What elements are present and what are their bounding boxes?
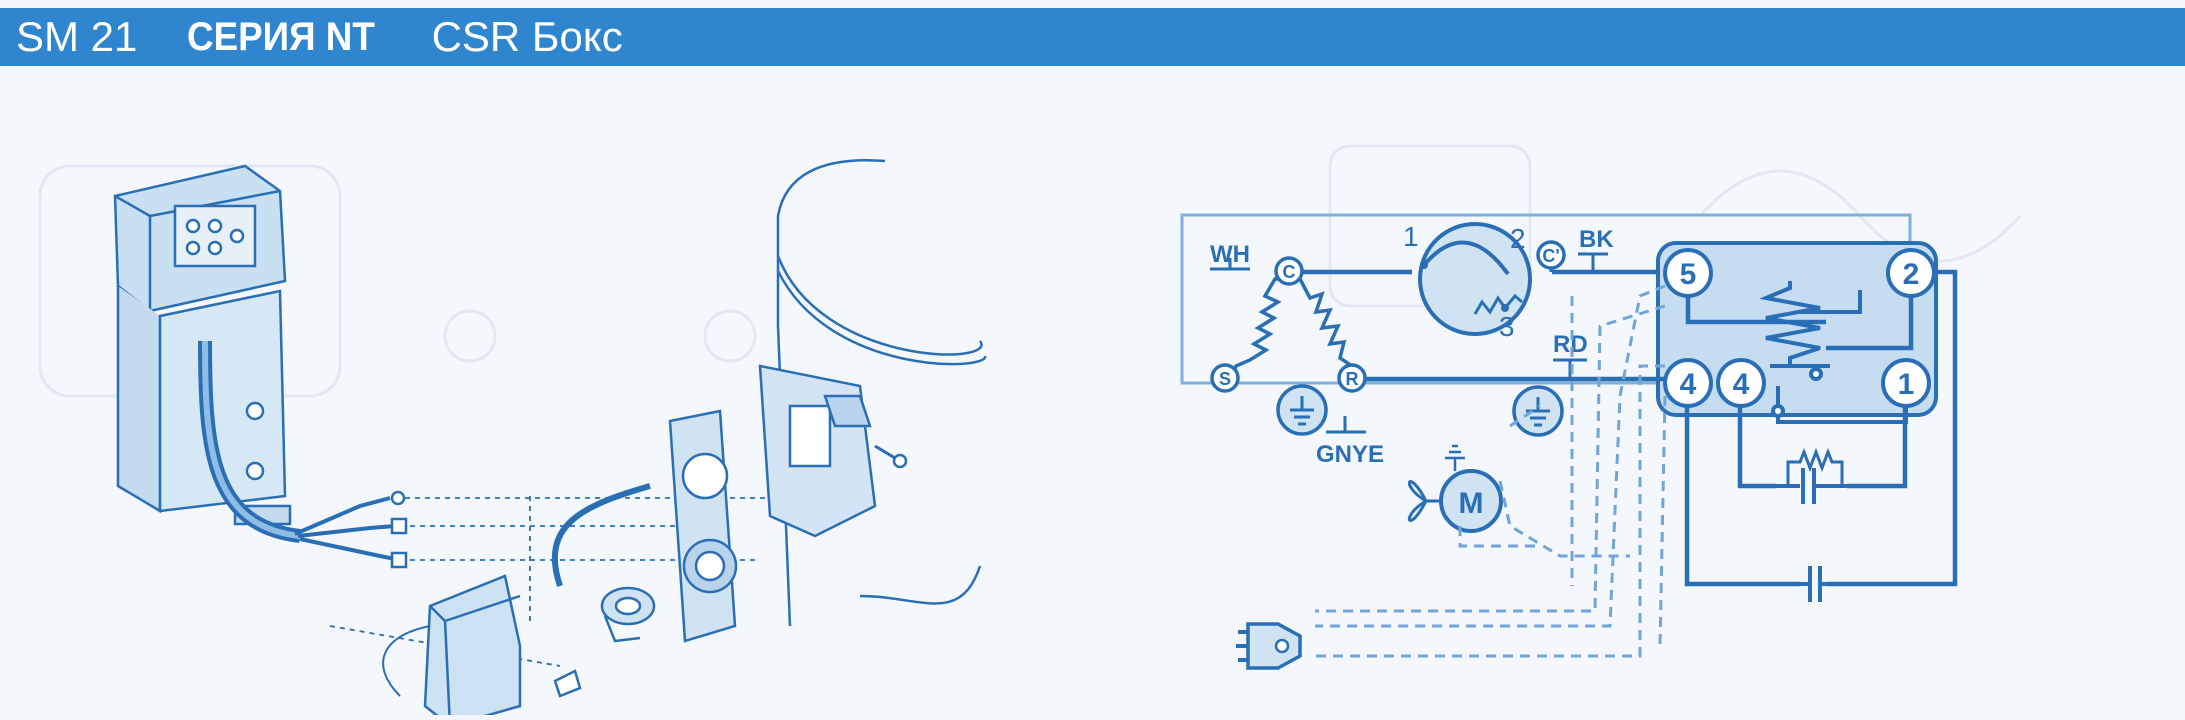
connection-guides <box>329 496 850 667</box>
diagram-area: 1 2 3 C' C S R WH B <box>0 66 2185 720</box>
relay-cover <box>382 574 522 720</box>
mounting-bracket <box>758 364 908 538</box>
main-wiring <box>1288 269 1958 587</box>
dashed-wiring <box>1315 284 1667 658</box>
assembly-illustration <box>113 159 987 720</box>
wire-label-ground: GNYE <box>1316 441 1384 468</box>
clip <box>553 669 582 698</box>
relay-terminals: 5 2 4 4 1 <box>1663 248 1936 408</box>
compressor-windings: C S R <box>1210 256 1367 393</box>
terminal-common: C <box>1283 262 1296 282</box>
relay-socket <box>668 409 738 643</box>
wire-label-white: WH <box>1210 241 1250 268</box>
terminal-run: R <box>1346 369 1359 389</box>
relay-coil <box>1759 281 1908 424</box>
protector-terminal-1: 1 <box>1403 221 1419 252</box>
terminal-start: S <box>1219 369 1231 389</box>
ground-symbol-box <box>1512 385 1564 437</box>
protector-terminal-3: 3 <box>1499 311 1515 342</box>
terminal-c-prime: C' <box>1536 240 1566 272</box>
overload-protector <box>552 483 656 643</box>
start-capacitor <box>1776 447 1847 504</box>
relay-terminal-1: 1 <box>1898 368 1915 401</box>
csr-box-housing <box>113 164 292 526</box>
wire-tags <box>1210 252 1608 434</box>
relay-terminal-5: 5 <box>1680 258 1697 291</box>
thermal-protector: 1 2 3 <box>1403 221 1532 342</box>
fan-motor-label: M <box>1459 487 1484 520</box>
wiring-schematic: 1 2 3 C' C S R WH B <box>1180 213 1958 670</box>
relay-terminal-4b: 4 <box>1733 368 1750 401</box>
relay-terminal-4a: 4 <box>1680 368 1697 401</box>
ground-symbol-compressor <box>1276 384 1328 436</box>
relay-terminal-2: 2 <box>1903 258 1920 291</box>
wire-label-red: RD <box>1553 331 1588 358</box>
run-capacitor <box>1800 566 1826 602</box>
box-type: CSR Бокс <box>431 13 623 60</box>
lead-wires <box>294 490 408 569</box>
series-title: СЕРИЯ NT <box>187 14 376 59</box>
mains-plug <box>1236 622 1302 670</box>
title-bar: SM 21 СЕРИЯ NT CSR Бокс <box>0 8 2185 66</box>
wire-label-black: BK <box>1579 226 1614 253</box>
model-code: SM 21 <box>16 13 138 60</box>
protector-terminal-2: 2 <box>1510 223 1526 254</box>
svg-text:C': C' <box>1542 246 1559 266</box>
fan-motor: M <box>1408 444 1503 533</box>
